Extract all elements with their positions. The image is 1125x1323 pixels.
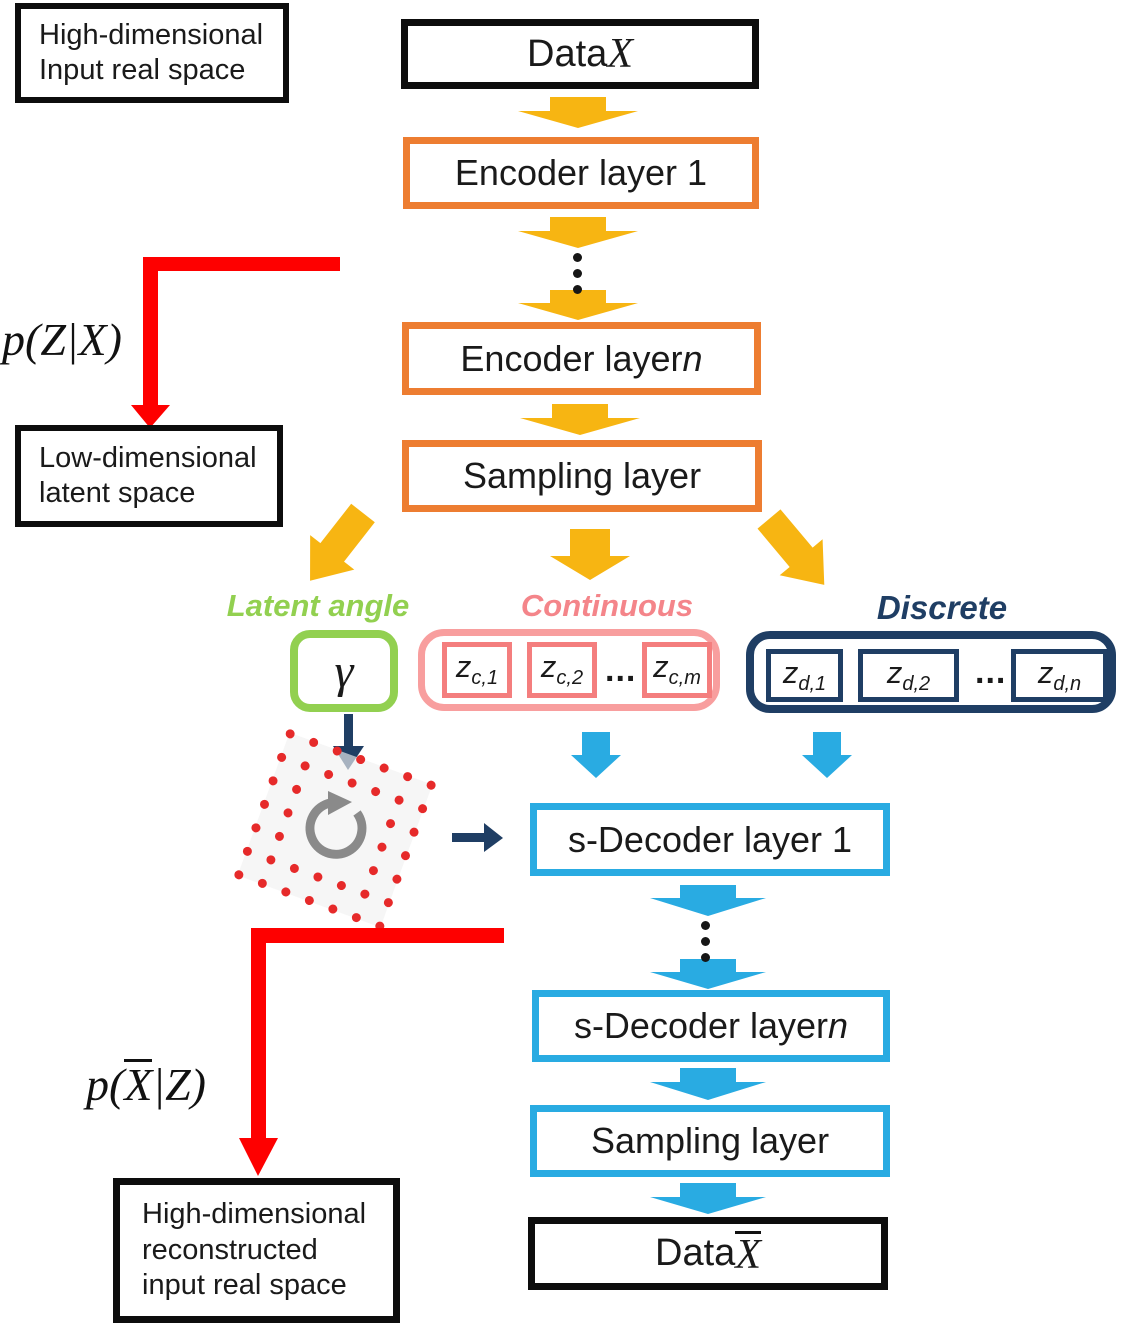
vertical-ellipsis-decoder [701, 921, 710, 962]
encoder-layer-n-var: n [682, 337, 703, 379]
reconstructed-line3: input real space [142, 1269, 347, 1302]
cyan-arrow-continuous-to-sdecoder [571, 732, 621, 778]
data-x-label: Data [527, 32, 608, 75]
s-decoder-layer-n-var: n [828, 1005, 849, 1046]
rotation-icon [305, 791, 367, 859]
continuous-label: Continuous [520, 588, 694, 623]
z-c2-box: zc,2 [527, 642, 597, 698]
vertical-ellipsis-encoder [573, 253, 582, 294]
cyan-arrow-sampling-to-data [650, 1183, 766, 1214]
z-d2-box: zd,2 [858, 649, 959, 702]
s-decoder-layer-n-label: s-Decoder layer [573, 1005, 829, 1046]
gold-arrow-to-latent-angle [310, 503, 375, 581]
encoder-sampling-label: Sampling layer [462, 455, 702, 496]
gold-arrow-to-continuous [550, 529, 630, 580]
latent-rotation-lattice [234, 729, 436, 931]
gold-arrow-to-encoder-n [518, 290, 638, 320]
encoder-layer-1-box: Encoder layer 1 [403, 137, 759, 209]
z-c1-box: zc,1 [442, 642, 512, 698]
reconstructed-line1: High-dimensional [142, 1198, 367, 1231]
gamma-box: γ [290, 630, 398, 712]
decoder-sampling-layer-box: Sampling layer [530, 1105, 890, 1177]
red-arrow-p-xbar-z [239, 928, 504, 1176]
data-x-bar-label: Data [655, 1232, 736, 1274]
data-x-bar-box: Data X [528, 1217, 888, 1290]
s-decoder-layer-1-box: s-Decoder layer 1 [530, 803, 890, 876]
input-space-line1: High-dimensional [39, 18, 264, 51]
data-x-box: Data X [401, 19, 759, 89]
p-xbar-z-label: p(X|Z) [86, 1059, 206, 1110]
gamma-symbol: γ [334, 644, 354, 698]
gold-arrow-encoder1-down [518, 217, 638, 248]
p-z-x-label: p(Z|X) [2, 314, 122, 365]
encoder-layer-n-label: Encoder layer [460, 337, 683, 379]
z-dn-box: zd,n [1011, 649, 1108, 702]
cyan-arrow-discrete-to-sdecoder [802, 732, 852, 778]
latent-space-line2: latent space [39, 477, 196, 509]
discrete-container: zd,1 zd,2 ... zd,n [746, 631, 1116, 713]
latent-space-line1: Low-dimensional [39, 441, 257, 474]
s-decoder-layer-n-box: s-Decoder layer n [532, 990, 890, 1062]
continuous-container: zc,1 zc,2 ... zc,m [418, 629, 720, 711]
cyan-arrow-sdecoder1-down [650, 885, 766, 916]
red-arrow-p-z-x [131, 257, 340, 428]
z-d1-box: zd,1 [766, 649, 843, 702]
z-d2-label: zd,2 [886, 654, 931, 696]
latent-angle-label: Latent angle [226, 588, 410, 623]
latent-space-box: Low-dimensional latent space [15, 425, 283, 527]
gold-arrow-data-to-encoder1 [518, 97, 638, 128]
encoder-layer-n-box: Encoder layer n [402, 322, 761, 395]
gold-arrow-to-discrete [757, 509, 825, 585]
z-c2-label: zc,2 [540, 649, 584, 690]
data-x-bar-symbol: X [735, 1230, 761, 1278]
navy-arrow-to-sdecoder1 [452, 823, 503, 852]
reconstructed-space-box: High-dimensional reconstructed input rea… [113, 1178, 400, 1323]
input-space-box: High-dimensional Input real space [15, 3, 289, 103]
reconstructed-line2: reconstructed [142, 1233, 318, 1266]
z-cm-box: zc,m [642, 642, 712, 698]
gold-arrow-encoder-n-to-sampling [520, 404, 640, 435]
cyan-arrow-to-sdecoder-n [650, 959, 766, 989]
input-space-line2: Input real space [39, 54, 246, 86]
encoder-sampling-layer-box: Sampling layer [402, 440, 762, 512]
decoder-sampling-label: Sampling layer [590, 1120, 830, 1161]
z-c1-label: zc,1 [455, 649, 499, 690]
data-x-symbol: X [607, 31, 633, 77]
z-dn-label: zd,n [1037, 654, 1082, 696]
s-decoder-layer-1-label: s-Decoder layer 1 [567, 818, 853, 860]
z-d1-label: zd,1 [782, 654, 827, 696]
z-cm-label: zc,m [653, 649, 701, 690]
encoder-layer-1-label: Encoder layer 1 [454, 152, 708, 193]
cyan-arrow-sdecoder-n-to-sampling [650, 1068, 766, 1100]
discrete-label: Discrete [876, 589, 1008, 626]
